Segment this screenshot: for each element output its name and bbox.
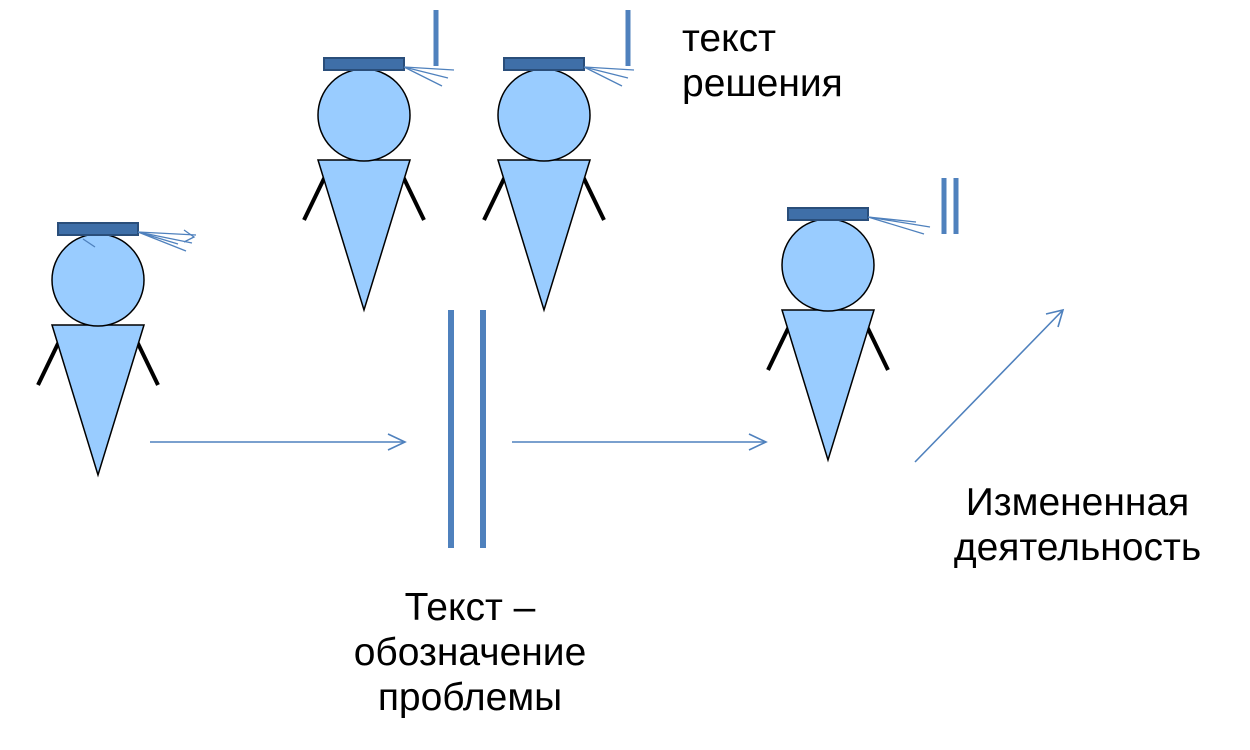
thought-rays: [403, 66, 455, 87]
problem-text-line-2: обозначение: [353, 631, 587, 674]
changed-activity-label: Измененная деятельность: [905, 480, 1250, 570]
problem-double-bar: [448, 310, 486, 548]
changed-activity-line-1: Измененная: [965, 481, 1190, 524]
thought-rays: [82, 229, 197, 252]
person-figure-top-left: [302, 10, 455, 312]
person-figure-left: [36, 221, 197, 477]
solution-text-label: текст решения: [682, 16, 902, 106]
person-figure-top-right: [482, 10, 635, 312]
thought-rays: [867, 216, 931, 235]
solution-text-line-2: решения: [682, 62, 843, 105]
thought-rays: [583, 66, 635, 87]
arrow-changed-activity: [914, 308, 1065, 463]
problem-text-line-1: Текст –: [404, 586, 536, 629]
problem-text-line-3: проблемы: [377, 676, 563, 719]
problem-text-label: Текст – обозначение проблемы: [320, 585, 620, 720]
person-figure-right: [766, 178, 959, 462]
arrow-to-problem: [150, 433, 407, 451]
arrow-to-person-right: [512, 433, 768, 451]
changed-activity-line-2: деятельность: [953, 526, 1202, 569]
solution-text-line-1: текст: [682, 17, 776, 60]
